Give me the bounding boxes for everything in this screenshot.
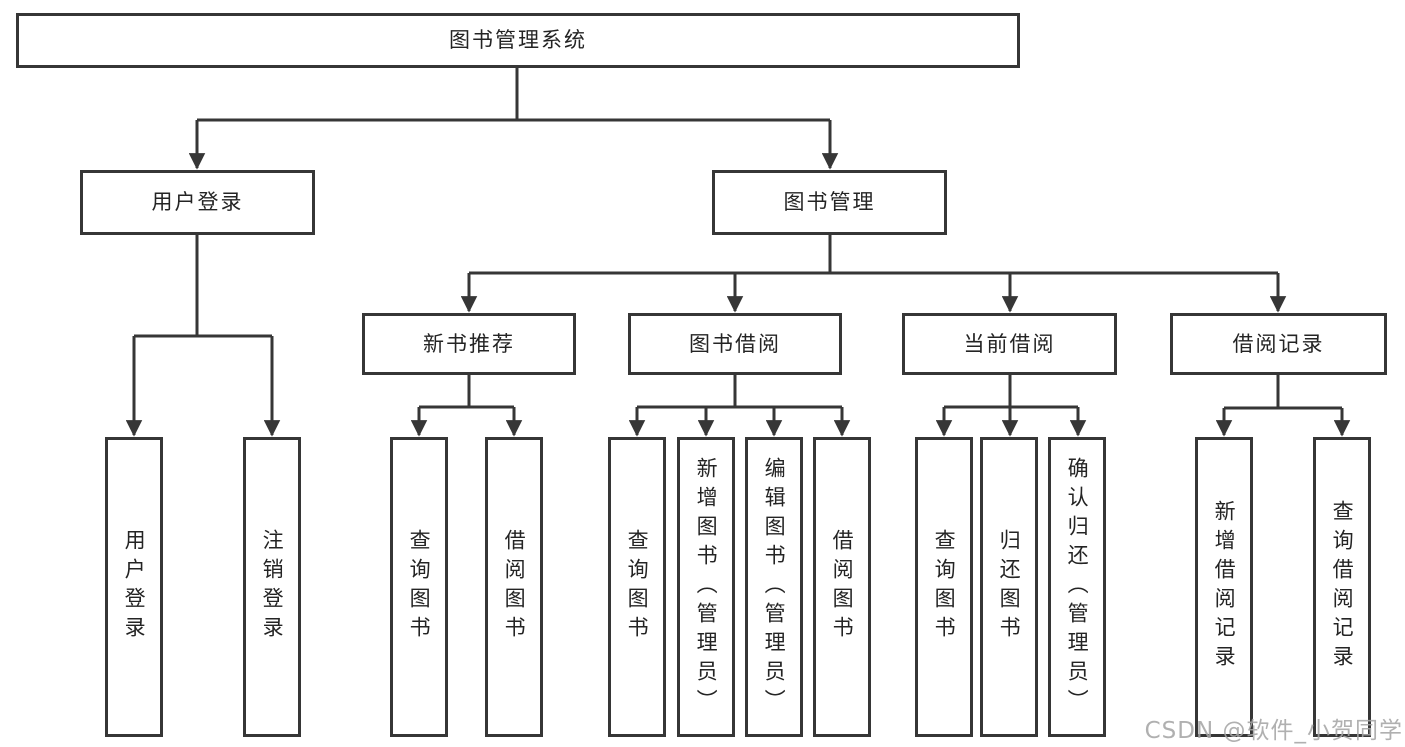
watermark: CSDN @软件_小贺同学 — [1144, 718, 1403, 744]
node-new-book-recommendation: 新书推荐 — [362, 313, 576, 375]
node-borrow-books-recommend: 借阅图书 — [485, 437, 543, 737]
node-logout-leaf: 注销登录 — [243, 437, 301, 737]
node-borrow-books-borrowing: 借阅图书 — [813, 437, 871, 737]
connector-path — [134, 68, 1342, 410]
node-add-books-admin: 新增图书（管理员） — [677, 437, 735, 737]
node-borrowing-records: 借阅记录 — [1170, 313, 1387, 375]
node-query-books-current: 查询图书 — [915, 437, 973, 737]
node-login-leaf: 用户登录 — [105, 437, 163, 737]
node-return-books: 归还图书 — [980, 437, 1038, 737]
node-query-books-borrowing: 查询图书 — [608, 437, 666, 737]
node-edit-books-admin: 编辑图书（管理员） — [745, 437, 803, 737]
node-confirm-return-admin: 确认归还（管理员） — [1048, 437, 1106, 737]
node-add-borrow-record: 新增借阅记录 — [1195, 437, 1253, 737]
node-book-management: 图书管理 — [712, 170, 947, 235]
node-current-borrowing: 当前借阅 — [902, 313, 1117, 375]
node-query-borrow-record: 查询借阅记录 — [1313, 437, 1371, 737]
node-user-login: 用户登录 — [80, 170, 315, 235]
node-book-borrowing: 图书借阅 — [628, 313, 842, 375]
node-library-system: 图书管理系统 — [16, 13, 1020, 68]
node-query-books-recommend: 查询图书 — [390, 437, 448, 737]
